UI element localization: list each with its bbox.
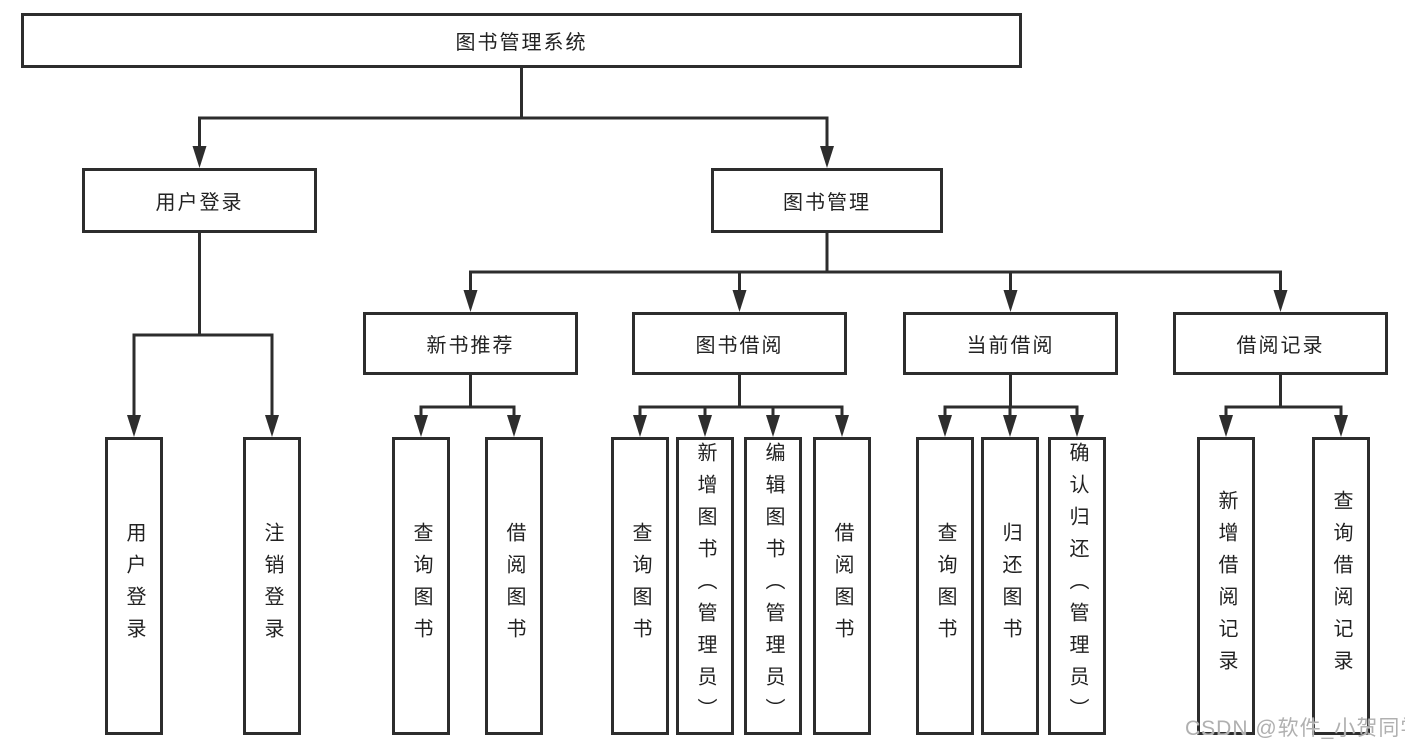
leaf-add-borrow-record: 新增借阅记录 bbox=[1197, 437, 1255, 735]
leaf-borrow-books-borrowing: 借阅图书 bbox=[813, 437, 871, 735]
leaf-user-login: 用户登录 bbox=[105, 437, 163, 735]
watermark-text: CSDN @软件_小贺同学 bbox=[1185, 717, 1405, 740]
leaf-borrow-books-borrowing-label: 借阅图书 bbox=[831, 522, 853, 650]
leaf-return-books: 归还图书 bbox=[981, 437, 1039, 735]
node-book-management: 图书管理 bbox=[711, 168, 943, 233]
node-root: 图书管理系统 bbox=[21, 13, 1022, 68]
leaf-user-login-label: 用户登录 bbox=[123, 522, 145, 650]
leaf-query-books-recommend-label: 查询图书 bbox=[410, 522, 432, 650]
leaf-query-books-current: 查询图书 bbox=[916, 437, 974, 735]
leaf-return-books-label: 归还图书 bbox=[999, 522, 1021, 650]
leaf-logout-login: 注销登录 bbox=[243, 437, 301, 735]
leaf-query-books-borrowing-label: 查询图书 bbox=[629, 522, 651, 650]
leaf-add-borrow-record-label: 新增借阅记录 bbox=[1215, 490, 1237, 682]
leaf-confirm-return-admin: 确认归还（管理员） bbox=[1048, 437, 1106, 735]
node-new-book-recommendation: 新书推荐 bbox=[363, 312, 578, 375]
leaf-add-books-admin-label: 新增图书（管理员） bbox=[694, 442, 716, 730]
leaf-query-borrow-record: 查询借阅记录 bbox=[1312, 437, 1370, 735]
leaf-borrow-books-recommend: 借阅图书 bbox=[485, 437, 543, 735]
leaf-confirm-return-admin-label: 确认归还（管理员） bbox=[1066, 442, 1088, 730]
leaf-query-books-borrowing: 查询图书 bbox=[611, 437, 669, 735]
node-borrowing-records: 借阅记录 bbox=[1173, 312, 1388, 375]
leaf-borrow-books-recommend-label: 借阅图书 bbox=[503, 522, 525, 650]
leaf-add-books-admin: 新增图书（管理员） bbox=[676, 437, 734, 735]
leaf-query-books-current-label: 查询图书 bbox=[934, 522, 956, 650]
leaf-query-borrow-record-label: 查询借阅记录 bbox=[1330, 490, 1352, 682]
leaf-logout-login-label: 注销登录 bbox=[261, 522, 283, 650]
leaf-query-books-recommend: 查询图书 bbox=[392, 437, 450, 735]
node-user-login: 用户登录 bbox=[82, 168, 317, 233]
node-book-borrowing: 图书借阅 bbox=[632, 312, 847, 375]
leaf-edit-books-admin: 编辑图书（管理员） bbox=[744, 437, 802, 735]
leaf-edit-books-admin-label: 编辑图书（管理员） bbox=[762, 442, 784, 730]
node-current-borrowing: 当前借阅 bbox=[903, 312, 1118, 375]
